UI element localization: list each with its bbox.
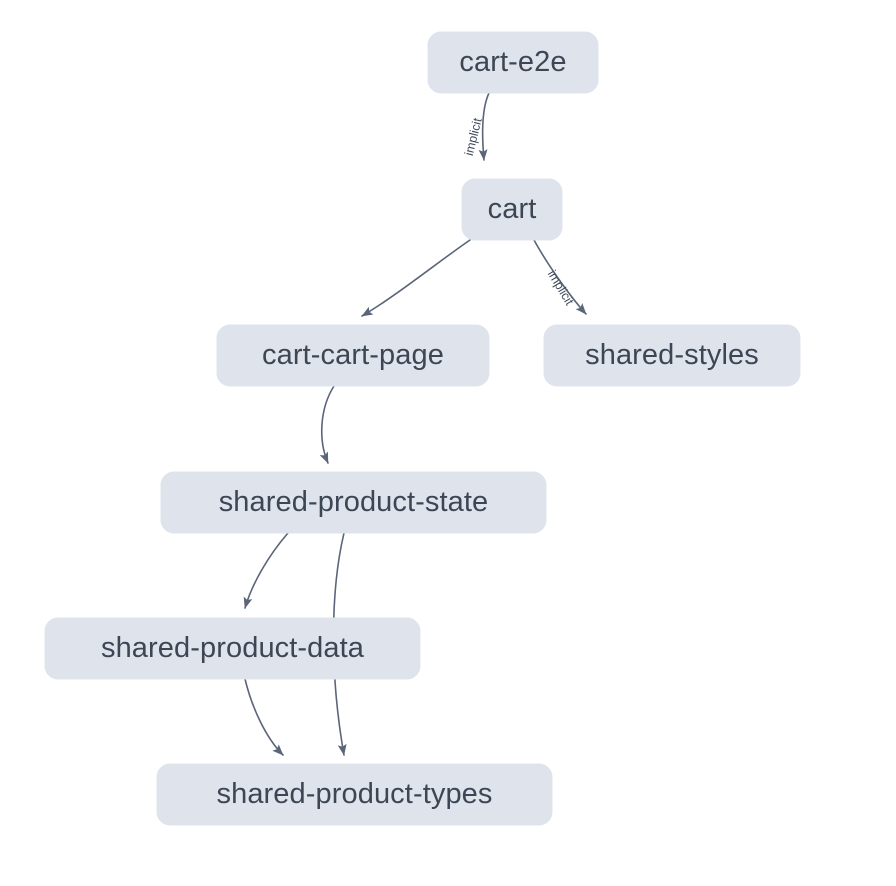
graph-edge[interactable] [361,239,471,317]
graph-node-shared-product-types[interactable]: shared-product-types [156,763,553,826]
node-box[interactable] [543,324,801,387]
graph-node-cart-e2e[interactable]: cart-e2e [427,31,599,94]
node-box[interactable] [216,324,490,387]
graph-edge[interactable] [478,92,490,161]
node-box[interactable] [44,617,421,680]
node-label: shared-styles [585,339,759,371]
graph-edge[interactable] [243,532,289,609]
graph-edge[interactable] [319,385,335,464]
graph-node-shared-product-state[interactable]: shared-product-state [160,471,547,534]
node-box[interactable] [461,178,563,241]
graph-node-cart-cart-page[interactable]: cart-cart-page [216,324,490,387]
node-box[interactable] [156,763,553,826]
node-label: cart [488,193,537,225]
graph-edge[interactable] [533,239,587,315]
edge-label-implicit: implicit [462,116,485,157]
graph-node-shared-styles[interactable]: shared-styles [543,324,801,387]
edge-label-implicit: implicit [545,268,577,308]
node-box[interactable] [427,31,599,94]
graph-edge[interactable] [244,678,284,756]
node-label: cart-e2e [459,46,566,78]
graph-node-cart[interactable]: cart [461,178,563,241]
node-label: cart-cart-page [262,339,444,371]
node-label: shared-product-data [101,632,365,664]
node-label: shared-product-types [216,778,492,810]
nodes-layer: cart-e2e cart cart-cart-page shared-styles s… [44,31,801,826]
graph-node-shared-product-data[interactable]: shared-product-data [44,617,421,680]
node-box[interactable] [160,471,547,534]
node-label: shared-product-state [219,486,489,518]
